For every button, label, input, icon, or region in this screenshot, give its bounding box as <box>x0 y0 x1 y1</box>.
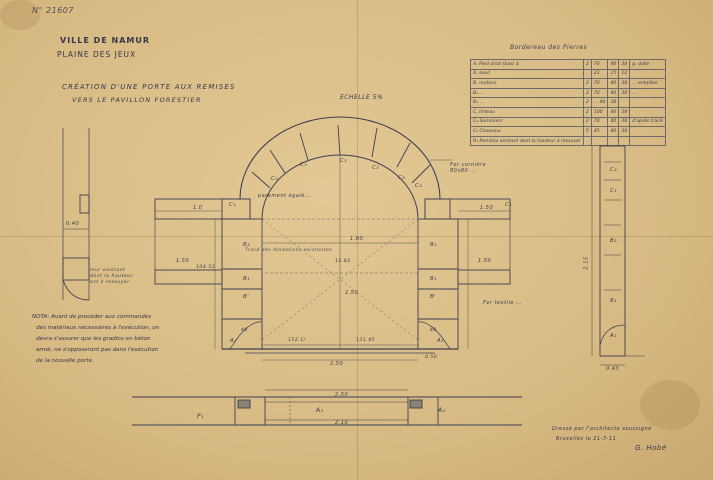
place-title: PLAINE DES JEUX <box>57 50 137 59</box>
dim-total-width: 2.50 <box>330 361 344 367</box>
left-b1-label: B₁ <box>243 276 250 282</box>
plan-dim-top: 2.50 <box>335 392 349 398</box>
left-b2-label: B₂ <box>243 242 250 248</box>
angle-iron-note: Fer cornière 80x80 ... <box>450 162 487 174</box>
voussoir-label-1: C₂ <box>271 176 279 182</box>
dim-level-left: 104.53 <box>196 265 216 270</box>
dim-left-small: 40 <box>241 328 248 333</box>
nota-block: NOTA: Avant de procéder aux commandes de… <box>32 312 159 367</box>
right-section-label-c2: C₂ <box>610 167 618 173</box>
voussoir-label-2: C₃ <box>300 162 308 168</box>
drawing-title-line1: CRÉATION D'UNE PORTE AUX REMISES <box>62 83 236 91</box>
plan-p1-label: P₁ <box>197 413 205 420</box>
dim-side-right: 1.50 <box>478 258 492 264</box>
plan-view <box>132 389 522 426</box>
fold-line-vertical <box>357 0 358 480</box>
left-section-view <box>62 128 90 301</box>
dim-offset: 0.50 <box>425 355 438 360</box>
nota-line-3: devra s'assurer que les gradins en béton <box>36 336 151 342</box>
dim-side-left: 1.50 <box>176 258 190 264</box>
right-section-label-c1: C₁ <box>610 188 618 194</box>
plan-a1-label: A₁ <box>316 407 324 414</box>
dim-right-small: 40 <box>430 328 437 333</box>
nota-line-4: armé, ne s'opposeront pas dans l'exécuti… <box>36 347 159 353</box>
materials-row: R₁ Remblai existant dont la hauteur à re… <box>470 135 666 147</box>
dim-mid: 12.82 <box>335 259 351 264</box>
dim-bottom-right: 131.45 <box>356 338 376 343</box>
dim-bottom-left: 152.1/ <box>288 338 306 343</box>
signature-line2: Bruxelles le 21-7-11 <box>556 436 617 442</box>
foundation-trace-label: Tracé des fondations existantes <box>245 248 333 253</box>
arch-note: parement égalé... <box>258 193 312 199</box>
architect-signature: G. Hobé <box>635 444 667 452</box>
voussoir-label-5: C₃ <box>398 175 406 181</box>
right-b1-label: B₁ <box>430 276 437 282</box>
left-b-prime-label: B' <box>243 294 250 300</box>
right-section-label-b2: B₂ <box>610 238 617 244</box>
dim-left-overhang: 1.0 <box>193 205 203 211</box>
materials-heading: Bordereau des Pierres <box>510 44 588 51</box>
city-title: VILLE DE NAMUR <box>60 36 151 45</box>
reference-number: N° 21607 <box>32 6 74 15</box>
right-section-label-a1: A₁ <box>610 333 617 339</box>
right-section-dim: 0.43 <box>606 366 620 372</box>
voussoir-label-6: C₂ <box>415 183 423 189</box>
left-a1-label: A₁ <box>230 338 237 344</box>
plan-dim-bottom: 2.10 <box>335 420 349 426</box>
signature-line1: Dressé par l'architecte soussigné <box>552 426 652 432</box>
scale-label: ECHELLE 5% <box>340 94 384 101</box>
nota-line-5: de la nouvelle porte. <box>36 358 94 364</box>
voussoir-label-3: C₃ <box>340 158 348 164</box>
voussoir-label-4: C₃ <box>372 165 380 171</box>
door-elevation <box>154 116 511 361</box>
right-section-height: 2.15 <box>583 256 590 270</box>
materials-cell <box>629 135 666 147</box>
right-b-prime-label: B' <box>430 294 437 300</box>
existing-wall-note: mur existant dont la hauteur est à ressu… <box>90 268 134 285</box>
right-a1-label: A₁ <box>437 338 444 344</box>
dim-right-overhang: 1.50 <box>480 205 494 211</box>
nota-line-1: NOTA: Avant de procéder aux commandes <box>32 314 152 320</box>
plan-right-label: A₁ <box>438 407 446 414</box>
materials-cell <box>582 135 592 147</box>
fold-line-horizontal <box>0 236 713 237</box>
nota-line-2: des matériaux nécessaires à l'exécution,… <box>36 325 160 331</box>
right-section-view <box>591 145 645 366</box>
dim-height: 2.50 <box>345 290 359 296</box>
right-b2-label: B₂ <box>430 242 437 248</box>
right-section-label-b1: B₁ <box>610 298 617 304</box>
materials-cell: R₁ Remblai existant dont la hauteur à re… <box>470 135 584 147</box>
dim-inner-width: 1.80 <box>350 236 364 242</box>
left-section-dim: 0.40 <box>66 221 80 227</box>
drawing-title-line2: VERS LE PAVILLON FORESTIER <box>72 96 202 104</box>
iron-note-right: Fer textile ... <box>483 300 523 306</box>
left-lintel-label: C₁ <box>229 202 237 208</box>
right-lintel-label: C₁ <box>505 202 513 208</box>
